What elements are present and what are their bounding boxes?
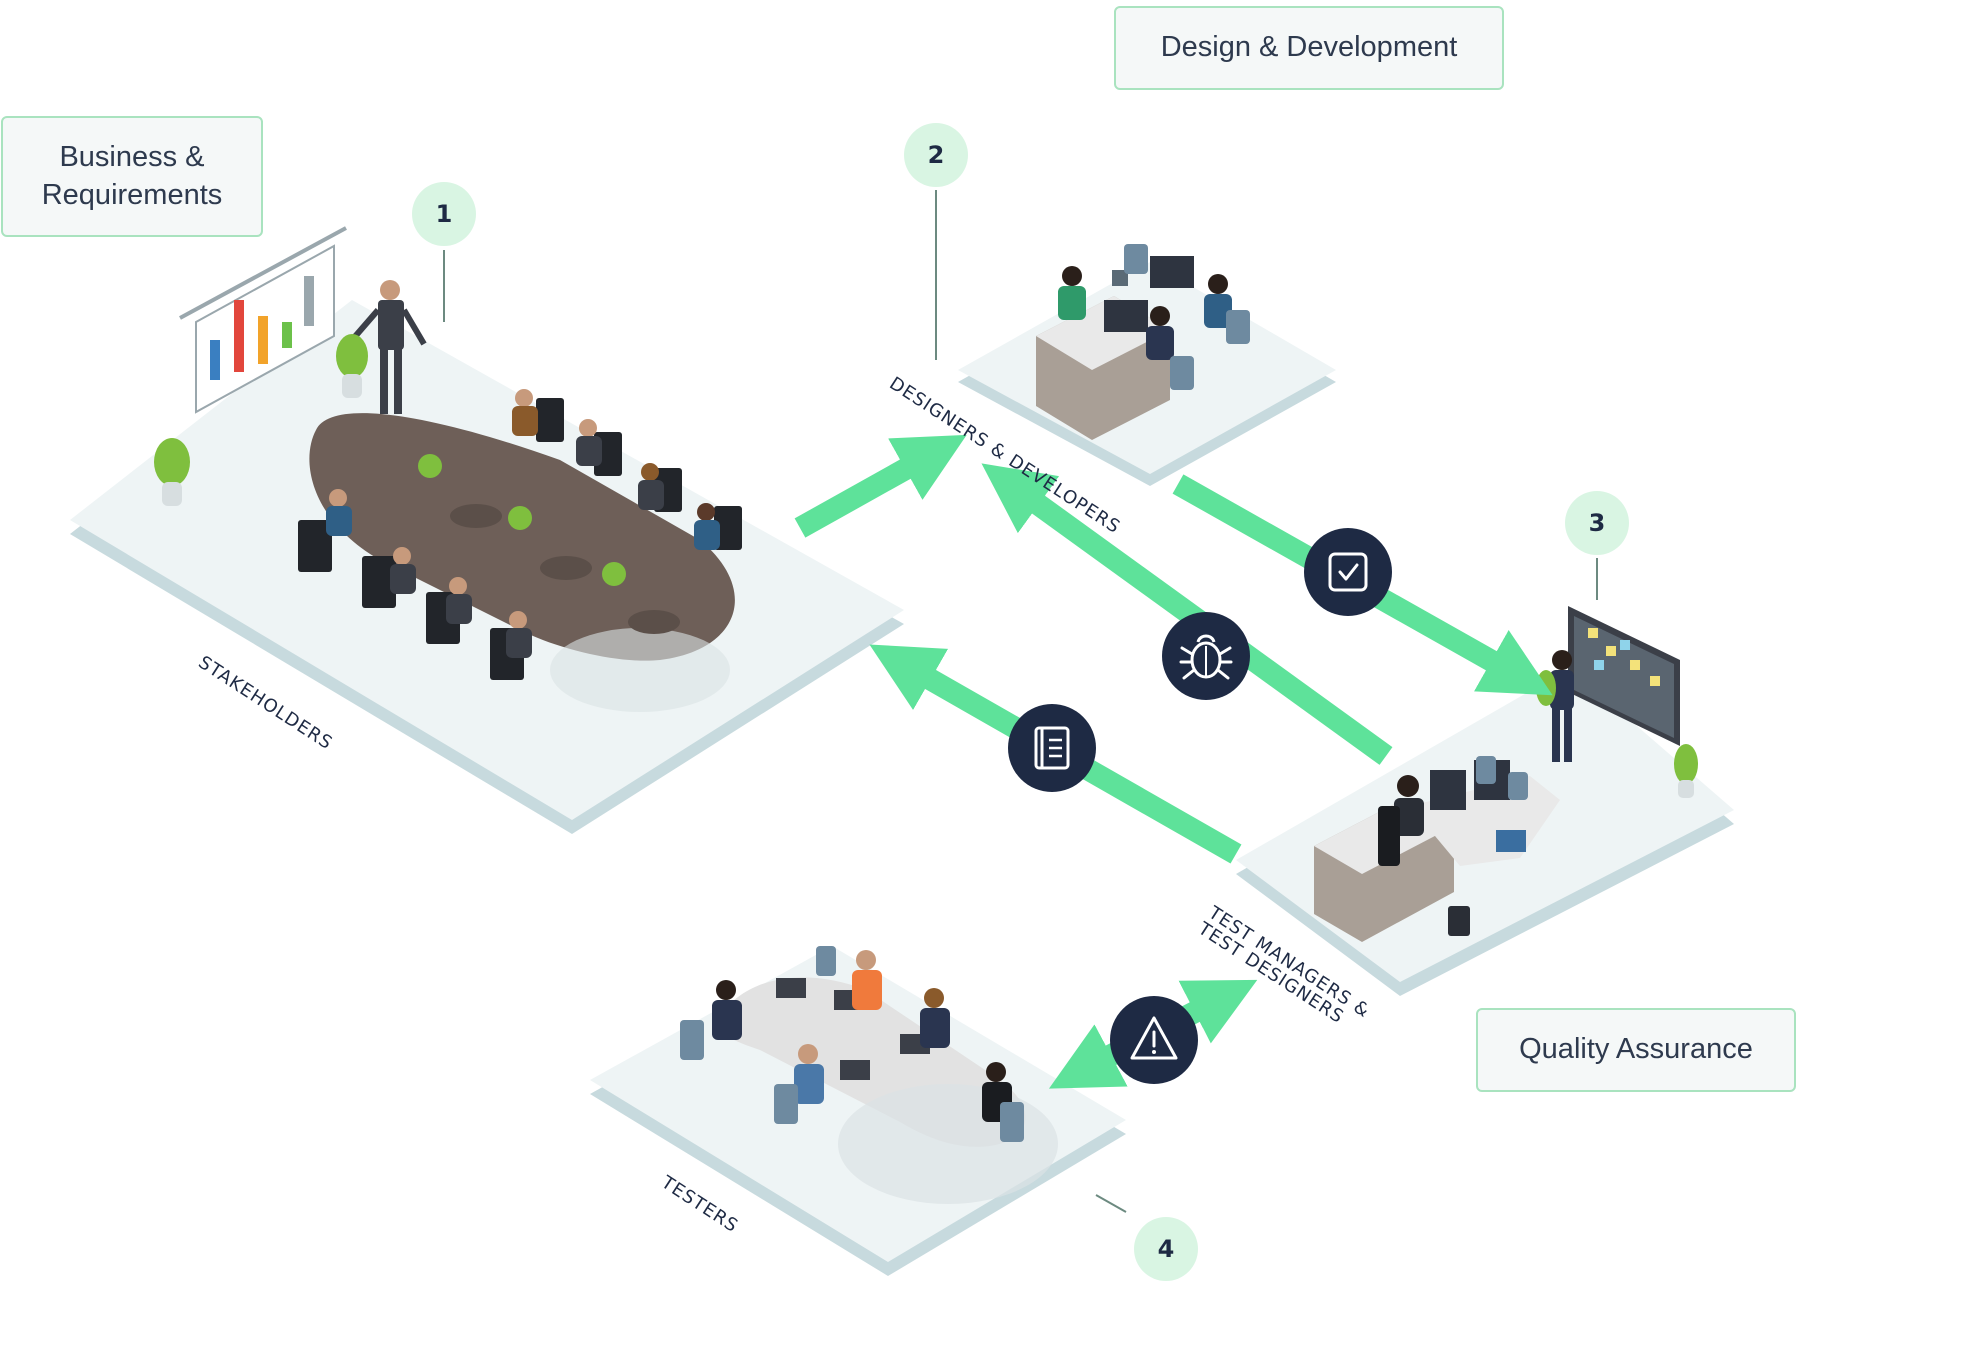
step-1-badge: 1: [412, 182, 476, 246]
chair: [1124, 244, 1250, 390]
attendee: [326, 389, 720, 658]
test-managers-platform: [1236, 606, 1734, 996]
desk: [1036, 256, 1194, 440]
quality-assurance-label: Quality Assurance: [1476, 1008, 1796, 1092]
leader-lines: [443, 190, 1598, 1213]
step-3-badge: 3: [1565, 491, 1629, 555]
book-icon: [1008, 704, 1096, 792]
arrow-stakeholders-to-design: [794, 434, 967, 538]
arrow-qa-to-testers: [1048, 1024, 1128, 1089]
tester: [712, 950, 1012, 1122]
stakeholders-platform: [70, 226, 904, 834]
conference-table: [309, 413, 735, 712]
chair: [1476, 756, 1528, 800]
waste-bin: [1448, 906, 1470, 936]
manager-figure: [1550, 650, 1574, 762]
design-development-label: Design & Development: [1114, 6, 1504, 90]
checkbox-icon: [1304, 528, 1392, 616]
developer: [1058, 266, 1232, 360]
bug-icon: [1162, 612, 1250, 700]
chair: [680, 946, 1024, 1142]
warning-icon: [1110, 996, 1198, 1084]
business-requirements-label: Business & Requirements: [1, 116, 263, 237]
presentation-board: [179, 226, 347, 414]
testers-platform: [590, 946, 1126, 1276]
developer: [1378, 775, 1424, 866]
plant: [154, 334, 368, 506]
step-2-badge: 2: [904, 123, 968, 187]
kanban-board: [1568, 606, 1680, 746]
designers-platform: [958, 244, 1336, 486]
step-4-badge: 4: [1134, 1217, 1198, 1281]
